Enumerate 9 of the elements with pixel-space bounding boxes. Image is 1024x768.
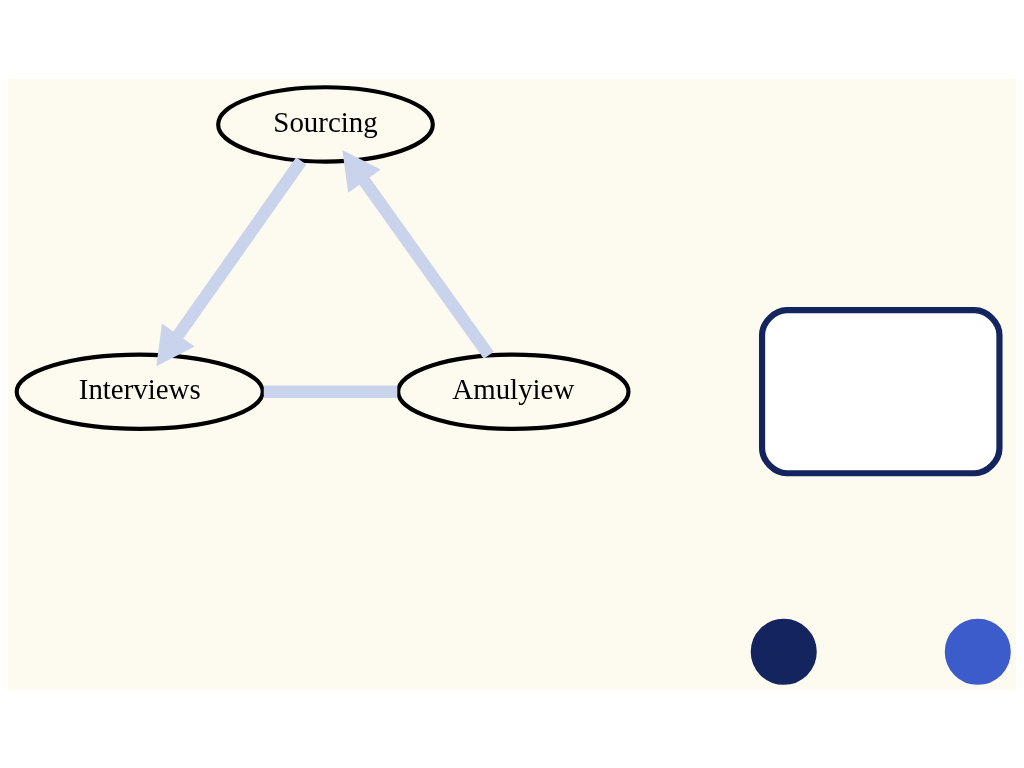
arrow [156, 156, 307, 366]
node-box [758, 306, 1003, 476]
arrow [342, 149, 494, 359]
node-ellipse: Sourcing [216, 84, 435, 164]
node-circle [944, 618, 1011, 685]
connector [263, 385, 398, 398]
node-circle [750, 618, 817, 685]
node-ellipse: Interviews [14, 352, 265, 431]
node-ellipse: Amulyiew [396, 352, 631, 431]
